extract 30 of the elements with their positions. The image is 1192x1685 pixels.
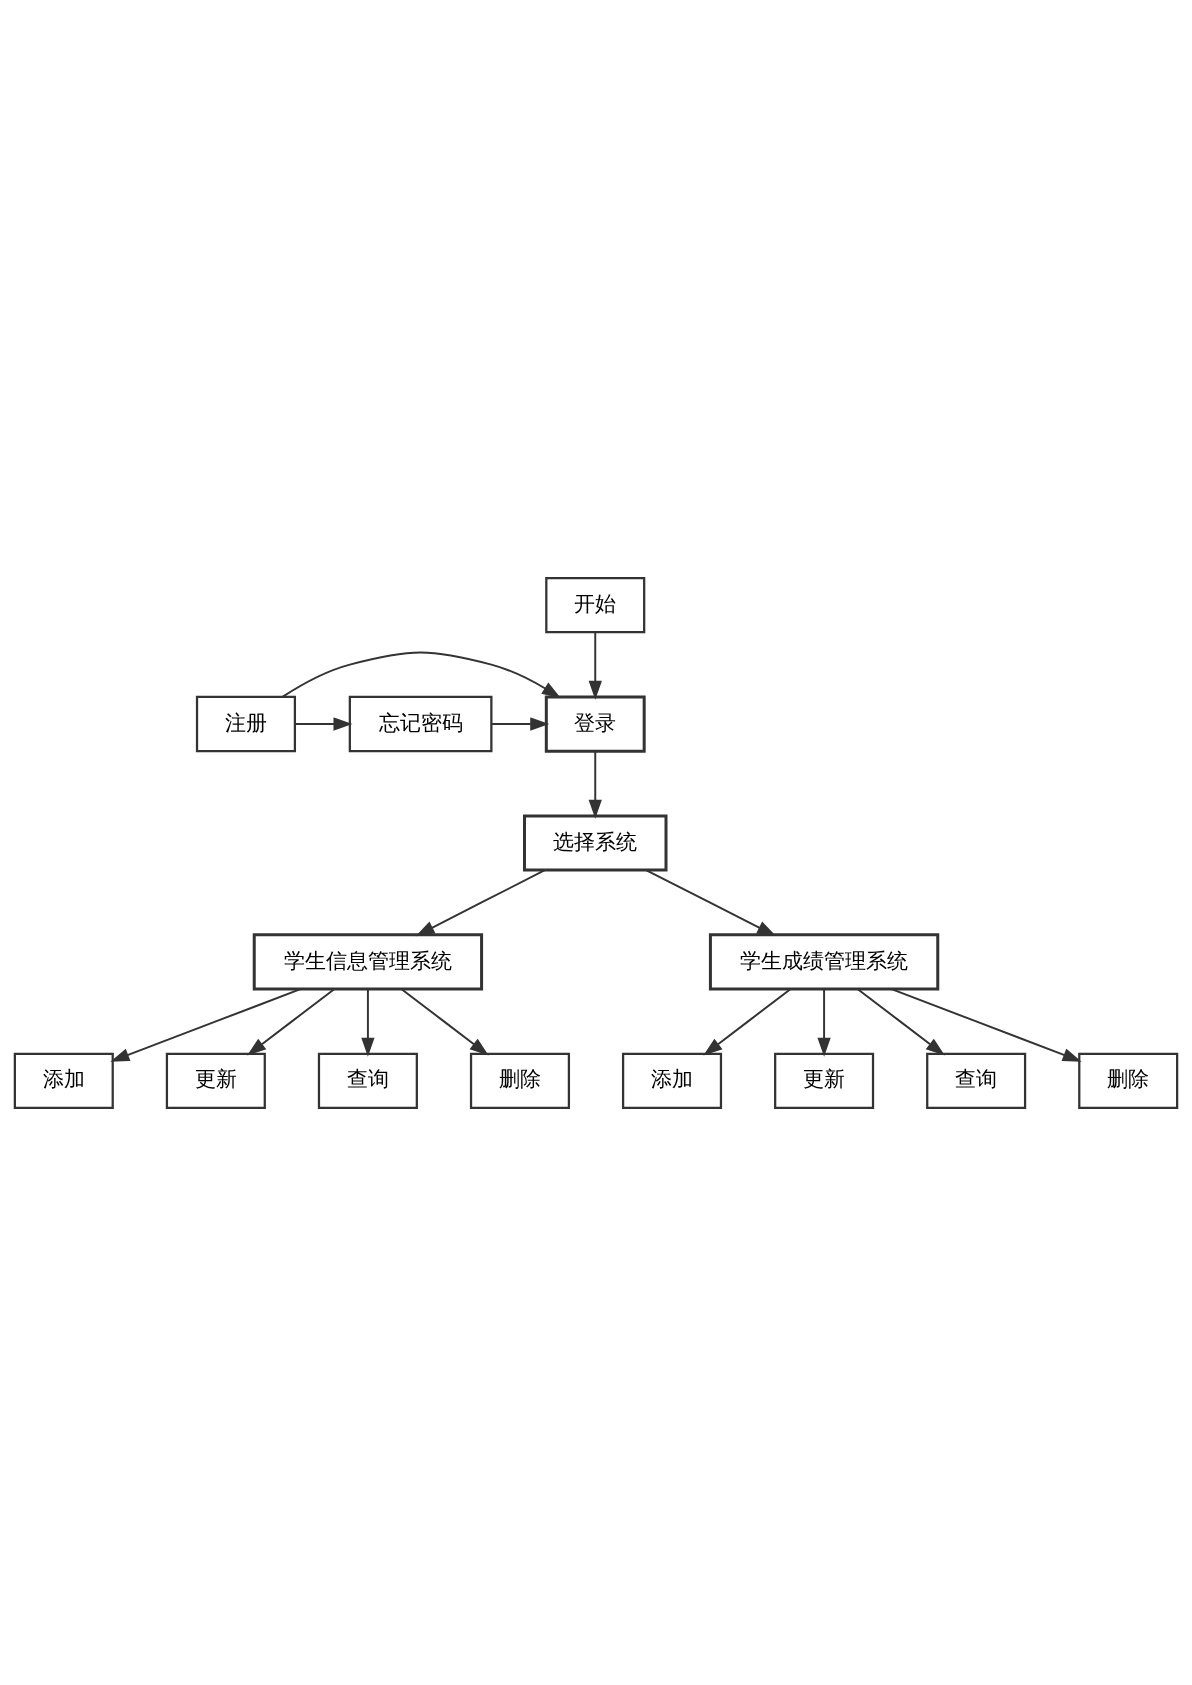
node-box: 更新 xyxy=(165,1052,266,1109)
arrow xyxy=(588,749,602,819)
arrow xyxy=(400,987,489,1055)
arrow xyxy=(817,987,831,1057)
node-box: 添加 xyxy=(621,1052,723,1109)
arrow xyxy=(361,987,375,1057)
node-box: 更新 xyxy=(774,1052,875,1109)
arrow xyxy=(415,868,546,936)
arrow xyxy=(890,987,1082,1062)
arrow xyxy=(247,987,336,1055)
node-box: 选择系统 xyxy=(523,813,668,872)
node-box: 删除 xyxy=(1078,1052,1179,1109)
node-box: 注册 xyxy=(195,695,296,752)
node-box: 学生成绩管理系统 xyxy=(708,932,940,991)
node-box: 学生信息管理系统 xyxy=(252,932,484,991)
arrow xyxy=(294,716,353,731)
node-box: 查询 xyxy=(926,1052,1027,1109)
node-box: 开始 xyxy=(545,576,646,633)
arrow xyxy=(490,716,550,731)
arrow xyxy=(703,987,792,1055)
arrow xyxy=(110,987,302,1062)
arrow xyxy=(281,651,561,698)
node-box: 查询 xyxy=(317,1052,418,1109)
node-box: 登录 xyxy=(544,694,646,753)
arrow xyxy=(856,987,945,1055)
node-box: 删除 xyxy=(469,1052,571,1109)
arrow xyxy=(588,630,602,700)
node-box: 忘记密码 xyxy=(348,695,493,752)
node-box: 添加 xyxy=(13,1052,114,1109)
arrow xyxy=(645,868,777,936)
